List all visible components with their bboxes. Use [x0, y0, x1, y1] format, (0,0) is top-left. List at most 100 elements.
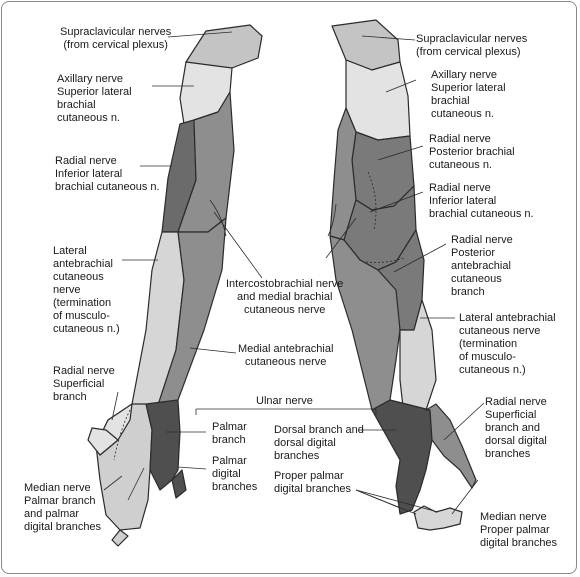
label-dorsal-branch: Dorsal branch and dorsal digital branche…	[274, 424, 364, 463]
label-line: Proper palmar	[480, 524, 550, 536]
label-line: Ulnar nerve	[256, 395, 313, 407]
label-line: Radial nerve	[53, 365, 115, 377]
label-radial-superficial-right: Radial nerve Superficial branch and dors…	[485, 396, 547, 461]
label-lateral-antebrachial-left: Lateral antebrachial cutaneous nerve (te…	[53, 245, 120, 336]
label-line: branches	[212, 481, 258, 493]
label-median-left: Median nerve Palmar branch and palmar di…	[24, 482, 101, 534]
label-line: cutaneous n.)	[53, 323, 120, 335]
left-finger-middle	[111, 529, 129, 547]
label-line: branch and	[485, 422, 541, 434]
leader-lines	[103, 31, 485, 515]
label-line: Posterior	[451, 247, 496, 259]
label-supraclavicular-left: Supraclavicular nerves (from cervical pl…	[60, 26, 171, 52]
label-line: cutaneous	[53, 271, 104, 283]
label-radial-posterior-brachial-right: Radial nerve Posterior brachial cutaneou…	[429, 133, 515, 172]
label-line: Median nerve	[480, 511, 547, 523]
label-line: Radial nerve	[451, 234, 513, 246]
label-ulnar-nerve: Ulnar nerve	[256, 395, 313, 408]
label-line: branches	[485, 448, 531, 460]
label-radial-inferior-right: Radial nerve Inferior lateral brachial c…	[429, 182, 534, 221]
label-line: Intercostobrachial nerve	[226, 278, 344, 290]
label-line: nerve	[53, 284, 81, 296]
label-line: of musculo-	[53, 310, 110, 322]
label-intercostobrachial: Intercostobrachial nerve and medial brac…	[226, 278, 343, 317]
label-line: Supraclavicular nerves	[60, 26, 172, 38]
label-supraclavicular-right: Supraclavicular nerves (from cervical pl…	[416, 33, 527, 59]
label-line: branches	[274, 450, 320, 462]
label-line: digital branches	[480, 537, 558, 549]
label-median-right: Median nerve Proper palmar digital branc…	[480, 511, 557, 550]
label-line: Inferior lateral	[55, 168, 123, 180]
right-supraclavicular-region	[331, 19, 401, 71]
label-line: branch	[53, 391, 87, 403]
label-radial-inferior-left: Radial nerve Inferior lateral brachial c…	[55, 155, 160, 194]
label-line: and medial brachial	[237, 291, 333, 303]
right-ulnar-hand-region	[371, 399, 433, 515]
label-axillary-left: Axillary nerve Superior lateral brachial…	[57, 73, 132, 125]
right-radial-superficial-region	[425, 403, 477, 489]
label-line: and palmar	[24, 508, 80, 520]
label-line: Posterior brachial	[429, 146, 515, 158]
label-proper-palmar: Proper palmar digital branches	[274, 470, 351, 496]
label-line: Superficial	[485, 409, 537, 421]
label-line: cutaneous nerve	[245, 356, 327, 368]
label-palmar-branch: Palmar branch	[212, 421, 247, 447]
right-axillary-region	[345, 59, 411, 141]
anterior-arm-figure	[87, 24, 263, 547]
label-line: cutaneous	[451, 273, 502, 285]
label-line: cutaneous n.	[57, 112, 120, 124]
label-line: Radial nerve	[429, 182, 491, 194]
left-thumb	[87, 427, 119, 456]
right-medial-antebrachial-region	[329, 235, 401, 411]
label-line: Palmar branch	[24, 495, 96, 507]
label-radial-posterior-antebrachial-right: Radial nerve Posterior antebrachial cuta…	[451, 234, 513, 299]
label-palmar-digital: Palmar digital branches	[212, 455, 257, 494]
label-line: Axillary nerve	[431, 69, 498, 81]
label-line: cutaneous nerve	[459, 325, 541, 337]
label-line: Palmar	[212, 455, 247, 467]
label-line: (termination	[53, 297, 112, 309]
label-line: digital branches	[274, 483, 352, 495]
label-line: cutaneous n.)	[459, 364, 526, 376]
label-line: brachial cutaneous n.	[429, 208, 534, 220]
label-line: Superficial	[53, 378, 105, 390]
right-median-fingertips	[413, 505, 463, 531]
label-line: digital branches	[24, 521, 102, 533]
label-line: cutaneous n.	[429, 159, 492, 171]
label-line: antebrachial	[53, 258, 113, 270]
left-finger-little	[171, 469, 187, 499]
label-line: (termination	[459, 338, 518, 350]
label-line: Supraclavicular nerves	[416, 33, 528, 45]
label-line: of musculo-	[459, 351, 516, 363]
posterior-arm-figure	[327, 19, 477, 531]
label-line: digital	[212, 468, 241, 480]
label-line: Radial nerve	[485, 396, 547, 408]
label-line: Superior lateral	[57, 86, 132, 98]
label-line: brachial cutaneous n.	[55, 181, 160, 193]
label-line: dorsal digital	[485, 435, 547, 447]
label-line: Medial antebrachial	[238, 343, 334, 355]
label-line: Superior lateral	[431, 82, 506, 94]
label-line: Median nerve	[24, 482, 91, 494]
label-line: antebrachial	[451, 260, 511, 272]
label-line: brachial	[431, 95, 470, 107]
label-line: cutaneous n.	[431, 108, 494, 120]
label-line: Inferior lateral	[429, 195, 497, 207]
label-medial-antebrachial: Medial antebrachial cutaneous nerve	[238, 343, 333, 369]
left-medial-antebrachial-region	[157, 217, 227, 406]
label-line: brachial	[57, 99, 96, 111]
label-line: Axillary nerve	[57, 73, 124, 85]
label-line: branch	[451, 286, 485, 298]
label-lateral-antebrachial-right: Lateral antebrachial cutaneous nerve (te…	[459, 312, 556, 377]
label-line: Proper palmar	[274, 470, 344, 482]
label-line: Palmar	[212, 421, 247, 433]
label-line: cutaneous nerve	[244, 304, 326, 316]
label-line: branch	[212, 434, 246, 446]
label-line: Lateral antebrachial	[459, 312, 556, 324]
label-line: Radial nerve	[55, 155, 117, 167]
label-line: Lateral	[53, 245, 87, 257]
label-line: dorsal digital	[274, 437, 336, 449]
label-line: Dorsal branch and	[274, 424, 364, 436]
